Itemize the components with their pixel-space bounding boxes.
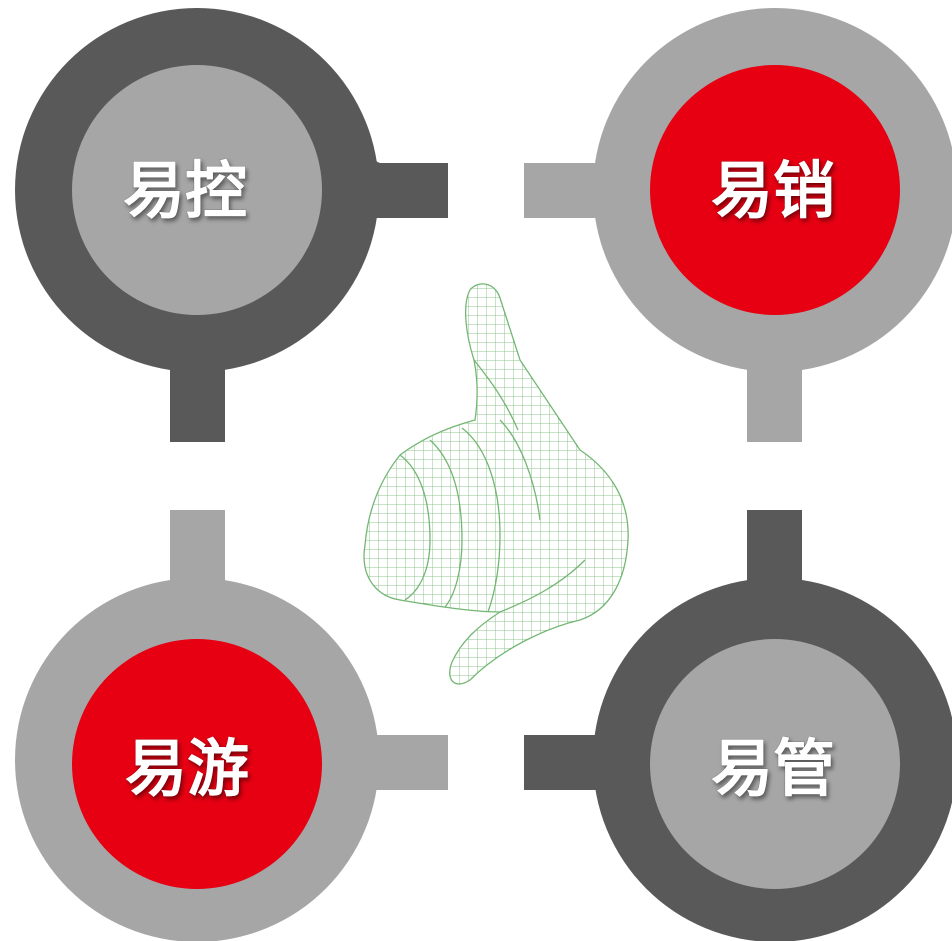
quadrant-bottom-left: 易游	[15, 510, 448, 941]
bottom-right-label: 易管	[711, 732, 835, 805]
top-left-fillet-2	[170, 330, 228, 360]
bottom-right-inner-circle	[650, 639, 900, 889]
wireframe-pointing-hand-icon	[363, 283, 629, 685]
quadrant-top-left: 易控	[15, 8, 448, 442]
bottom-left-inner-circle	[72, 639, 322, 889]
top-left-fillet	[330, 140, 380, 218]
top-left-label: 易控	[123, 154, 247, 227]
top-right-label: 易销	[711, 154, 835, 227]
bottom-left-label: 易游	[125, 732, 249, 805]
quadrant-bottom-right: 易管	[524, 510, 952, 941]
quadrant-top-right: 易销	[524, 8, 952, 442]
top-left-inner-circle	[72, 65, 322, 315]
top-right-inner-circle	[650, 65, 900, 315]
